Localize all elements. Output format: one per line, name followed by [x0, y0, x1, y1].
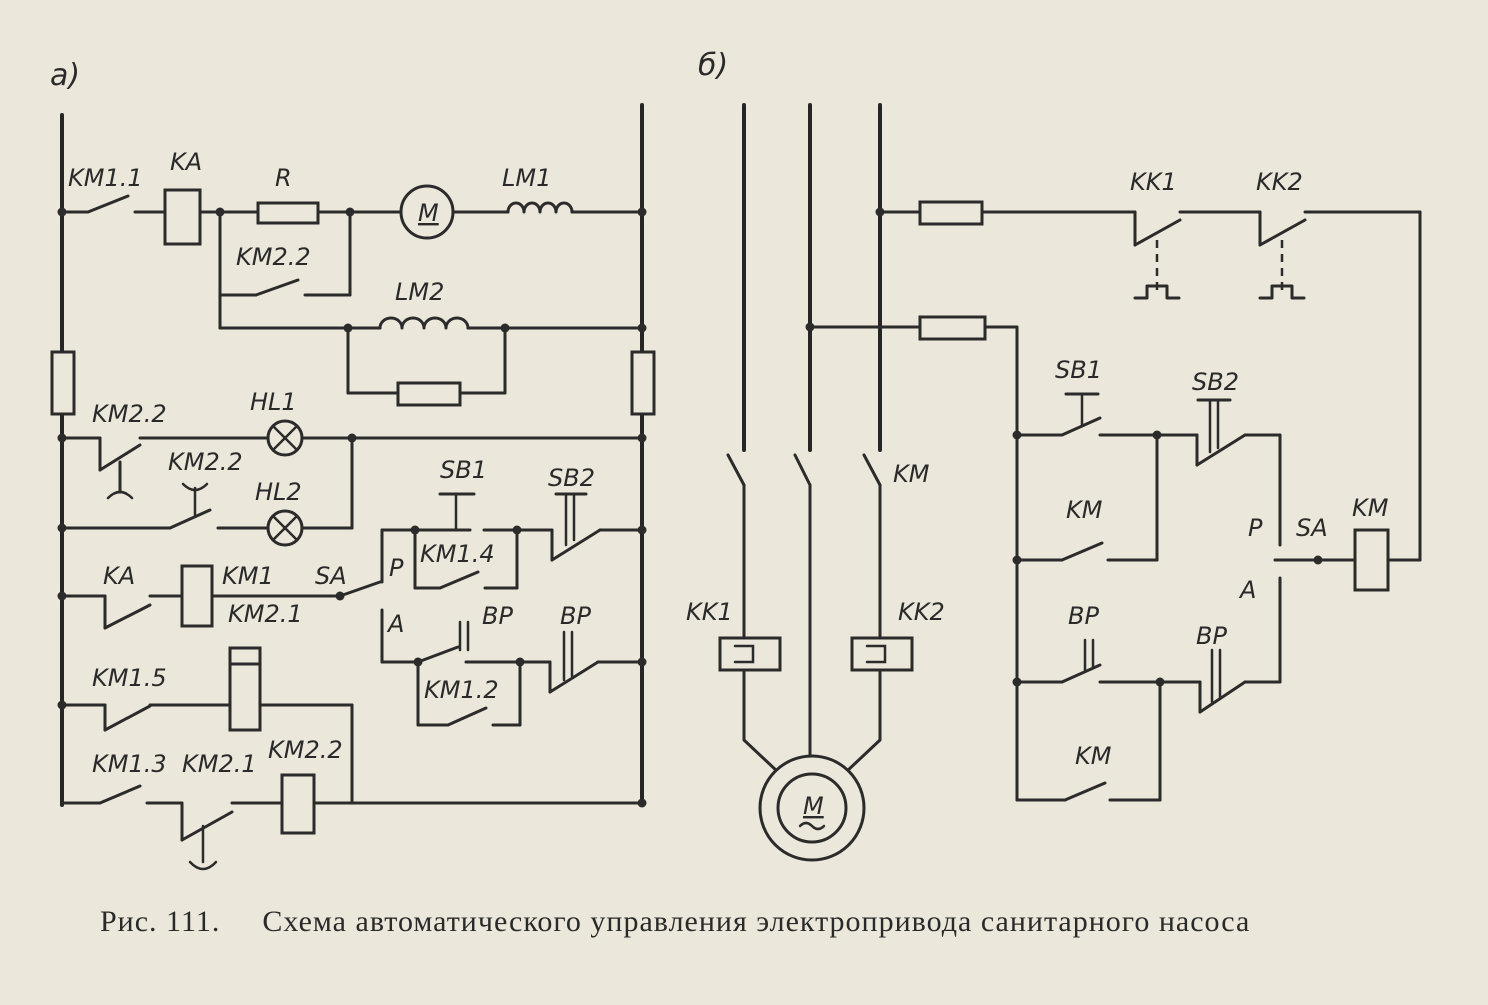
thermal-element-kk1: [718, 636, 782, 672]
delay-actuator-icon: [188, 860, 218, 871]
contact-kk1: [1133, 218, 1182, 247]
contact-km2-2-hl1: [98, 443, 142, 472]
label-km-coil: KM: [1352, 494, 1389, 522]
label-km1: KM1: [222, 562, 274, 590]
label-km2-2-coil: KM2.2: [268, 736, 343, 764]
winding-lm1: [506, 201, 574, 214]
contact-km2-2-hl2: [168, 508, 212, 530]
thermal-element-kk2: [850, 636, 914, 672]
contact-km1-3: [98, 784, 142, 805]
contact-kk2: [1258, 218, 1307, 247]
label-a-a: A: [386, 610, 404, 638]
contact-km-bottom: [1063, 781, 1107, 802]
label-a-b: A: [1238, 576, 1256, 604]
label-lm1: LM1: [502, 164, 551, 192]
label-motor-b: M: [803, 792, 824, 820]
label-ka-top: KA: [170, 148, 202, 176]
contact-km1-1: [86, 194, 130, 214]
label-km1-5: KM1.5: [92, 664, 167, 692]
contact-km1-2: [446, 706, 488, 727]
coil-km2-2: [280, 773, 316, 835]
label-km-hold: KM: [1066, 496, 1103, 524]
contact-bp-a: [416, 645, 460, 664]
panel-a-label: а): [50, 58, 80, 93]
label-sb1-b: SB1: [1055, 356, 1102, 384]
panel-b-power-circuit: M б) KM KK1 KK2: [686, 48, 945, 862]
resistor-lm2-shunt: [396, 381, 462, 407]
label-kk1-control: KK1: [1130, 168, 1177, 196]
label-sb2-a: SB2: [548, 464, 595, 492]
fuse-right-a: [630, 350, 656, 416]
contact-ka: [103, 603, 152, 630]
label-sb1-a: SB1: [440, 456, 487, 484]
label-km2-1-contact: KM2.1: [182, 750, 257, 778]
label-kk2-power: KK2: [898, 598, 945, 626]
coil-ka-current-relay: [163, 188, 202, 246]
label-hl2: HL2: [255, 478, 302, 506]
label-kk2-control: KK2: [1256, 168, 1303, 196]
switch-sa-panel-a: [338, 580, 382, 598]
label-km2-2-hl2: KM2.2: [168, 448, 243, 476]
contact-km1-4: [438, 570, 480, 590]
label-bp-a1: BP: [482, 602, 513, 630]
label-sb2-b: SB2: [1192, 368, 1239, 396]
thermal-actuator-kk2: [1258, 284, 1306, 300]
main-contact-km: [862, 453, 882, 487]
label-motor-a: M: [418, 199, 439, 227]
label-p-b: P: [1248, 514, 1263, 542]
label-km-bottom: KM: [1075, 742, 1112, 770]
label-km2-1-coil: KM2.1: [228, 600, 303, 628]
panel-b-label: б): [698, 48, 728, 83]
fuse-control-bottom: [918, 315, 987, 341]
coil-km: [1353, 528, 1390, 592]
caption-text: Схема автоматического управления электро…: [262, 905, 1251, 938]
label-hl1: HL1: [250, 388, 297, 416]
contact-bp-b1: [1060, 663, 1102, 684]
label-kk1-power: KK1: [686, 598, 733, 626]
label-sa-a: SA: [315, 562, 347, 590]
label-p-a: P: [389, 554, 404, 582]
label-km2-2-hl1: KM2.2: [92, 400, 167, 428]
panel-a-circuit: а) KM1.1 KA R M LM1 KM2.2 LM2 KM2.2 HL1 …: [50, 58, 656, 871]
figure-caption: Рис. 111. Схема автоматического управлени…: [100, 900, 1440, 944]
label-bp-a2: BP: [560, 602, 591, 630]
contact-bp-b2: [1198, 680, 1247, 714]
relay-actuator-icon-2: [181, 482, 209, 492]
winding-lm2: [378, 316, 470, 330]
label-km1-3: KM1.3: [92, 750, 167, 778]
label-ka: KA: [103, 562, 135, 590]
coil-km1: [180, 564, 214, 628]
relay-actuator-icon: [106, 490, 134, 500]
button-sb2-panel-a: [550, 528, 602, 562]
label-km1-2: KM1.2: [424, 676, 499, 704]
fuse-control-top: [918, 200, 984, 226]
label-lm2: LM2: [395, 278, 444, 306]
label-bp-b2: BP: [1196, 622, 1227, 650]
label-sa-b: SA: [1296, 514, 1328, 542]
contact-km2-2-bypass: [254, 278, 300, 297]
panel-b-control-circuit: KK1 KK2 SB1 SB2 KM P SA KM A BP BP KM: [805, 168, 1422, 802]
thermal-actuator-kk1: [1133, 284, 1181, 300]
button-sb2-panel-b: [1195, 433, 1247, 467]
label-r: R: [275, 164, 292, 192]
label-km1-4: KM1.4: [420, 540, 495, 568]
caption-number: Рис. 111.: [100, 905, 221, 938]
contact-km-hold: [1060, 541, 1104, 562]
contact-km1-5: [103, 704, 152, 732]
label-bp-b1: BP: [1068, 602, 1099, 630]
label-km1-1: KM1.1: [68, 164, 143, 192]
contact-km2-1-delayed: [180, 810, 234, 842]
label-km-power: KM: [893, 460, 930, 488]
coil-km2-1-time-relay: [228, 646, 262, 732]
fuse-left-a: [50, 350, 76, 416]
contact-bp-b: [548, 660, 600, 694]
resistor-r: [256, 201, 320, 225]
label-km2-2-bypass: KM2.2: [236, 243, 311, 271]
